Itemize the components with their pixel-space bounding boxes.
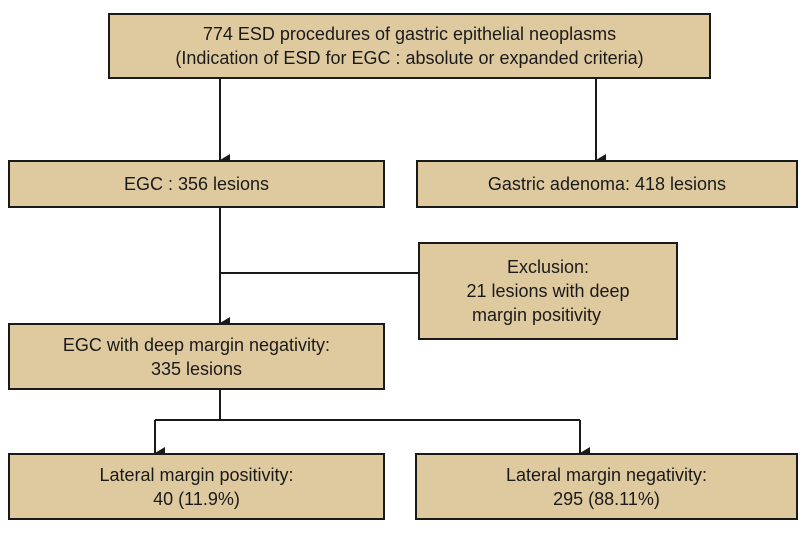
exclusion-box-line1: Exclusion: (506, 257, 590, 277)
egc-box-line1: EGC : 356 lesions (123, 174, 270, 194)
top-box-line2: (Indication of ESD for EGC : absolute or… (175, 48, 644, 68)
lateral-negativity-box: Lateral margin negativity: 295 (88.11%) (415, 453, 798, 520)
adenoma-box: Gastric adenoma: 418 lesions (416, 160, 798, 208)
negativity-box-line1: EGC with deep margin negativity: (62, 334, 331, 355)
top-box-line1: 774 ESD procedures of gastric epithelial… (202, 24, 617, 44)
exclusion-box-line2: 21 lesions with deep (466, 281, 630, 301)
lateral-negativity-box-line2: 295 (88.11%) (553, 488, 660, 509)
lateral-negativity-box-line1: Lateral margin negativity: (505, 464, 708, 485)
top-box: 774 ESD procedures of gastric epithelial… (108, 13, 711, 79)
lateral-positivity-box-line1: Lateral margin positivity: (99, 464, 294, 485)
negativity-box: EGC with deep margin negativity: 335 les… (8, 323, 385, 390)
exclusion-box-line3: margin positivity (472, 305, 602, 325)
exclusion-box: Exclusion: 21 lesions with deep margin p… (418, 242, 678, 340)
negativity-box-line2: 335 lesions (150, 358, 243, 379)
egc-box: EGC : 356 lesions (8, 160, 385, 208)
adenoma-box-line1: Gastric adenoma: 418 lesions (487, 174, 727, 194)
lateral-positivity-box: Lateral margin positivity: 40 (11.9%) (8, 453, 385, 520)
lateral-positivity-box-line2: 40 (11.9%) (153, 488, 240, 509)
